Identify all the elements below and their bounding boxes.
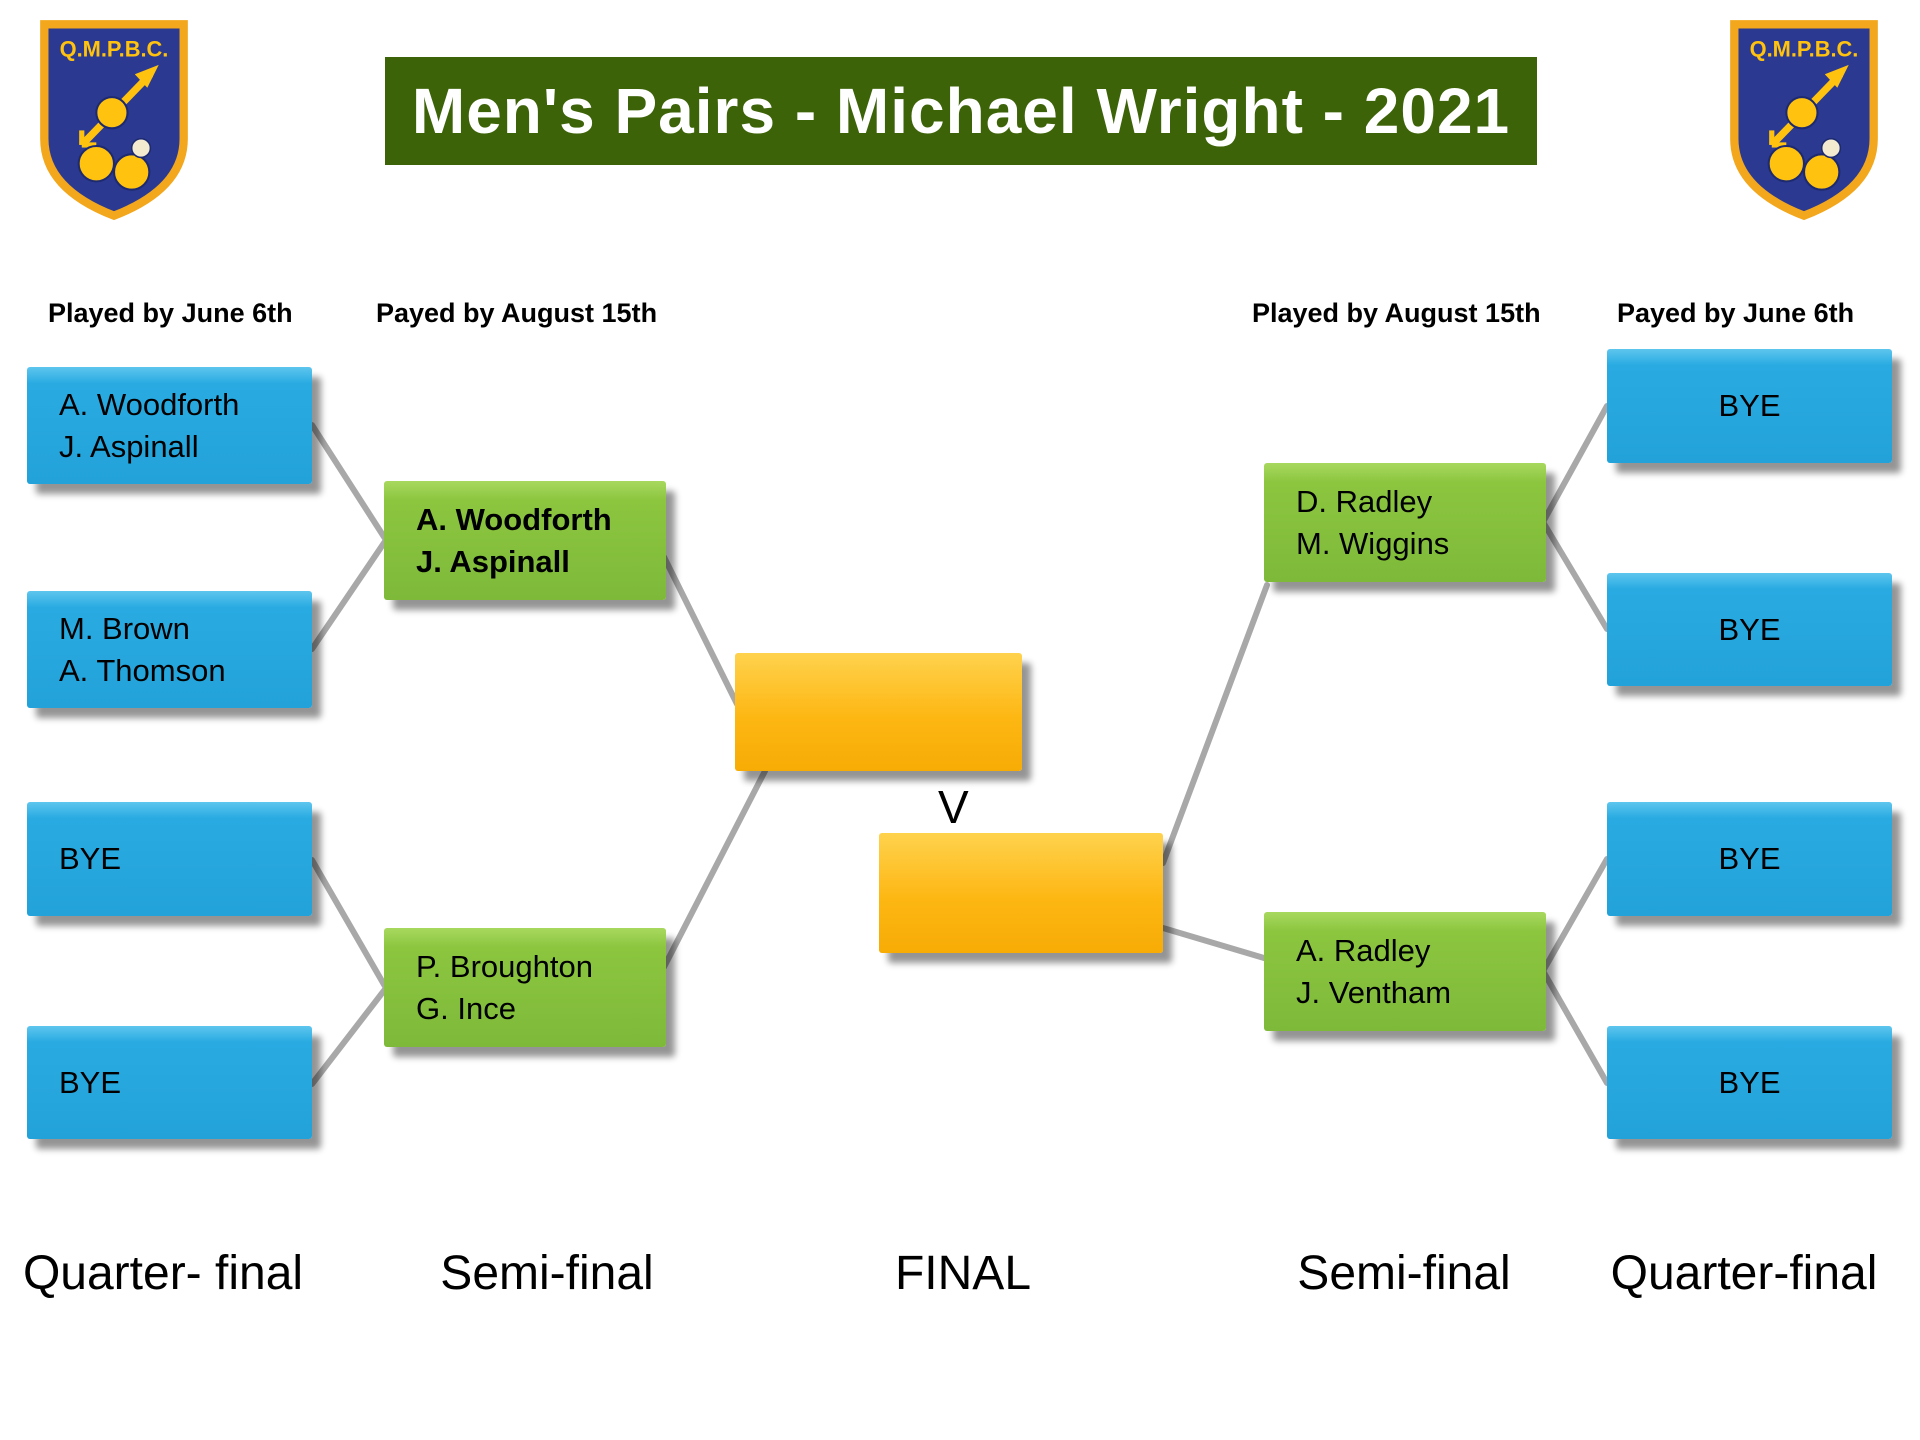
box-left-sf-1: A. Woodforth J. Aspinall [384, 481, 666, 600]
round-label-right-semifinal: Semi-final [1297, 1247, 1511, 1300]
team-name: P. Broughton [416, 948, 593, 984]
box-right-qf-4: BYE [1607, 1026, 1892, 1139]
header-right-semifinal: Played by August 15th [1252, 298, 1541, 328]
club-crest-left: Q.M.P.B.C. [40, 20, 188, 221]
box-right-qf-3: BYE [1607, 802, 1892, 916]
round-label-left-semifinal: Semi-final [440, 1247, 654, 1300]
team-name: M. Wiggins [1296, 525, 1450, 561]
box-right-sf-2: A. Radley J. Ventham [1264, 912, 1546, 1031]
team-name: A. Woodforth [416, 501, 612, 537]
arrow-and-fist-icon [79, 64, 159, 148]
versus-label: V [938, 781, 969, 833]
box-left-qf-2: M. Brown A. Thomson [27, 591, 312, 708]
arrow-and-fist-icon [1769, 64, 1849, 148]
box-right-qf-1: BYE [1607, 349, 1892, 463]
bye-label: BYE [1718, 388, 1781, 424]
team-name: D. Radley [1296, 483, 1433, 519]
bye-label: BYE [1718, 611, 1781, 647]
box-right-qf-2: BYE [1607, 573, 1892, 686]
team-name: J. Aspinall [59, 428, 199, 464]
box-left-qf-4: BYE [27, 1026, 312, 1139]
bowls-balls-icon [1767, 137, 1842, 191]
bowls-balls-icon [77, 137, 152, 191]
box-final-bottom [879, 833, 1163, 953]
team-name: A. Thomson [59, 652, 226, 688]
round-label-final: FINAL [894, 1247, 1032, 1300]
page-title: Men's Pairs - Michael Wright - 2021 [385, 57, 1537, 165]
header-left-semifinal: Payed by August 15th [376, 298, 658, 328]
box-left-qf-1: A. Woodforth J. Aspinall [27, 367, 312, 484]
crest-initials: Q.M.P.B.C. [60, 37, 169, 62]
team-name: A. Radley [1296, 932, 1431, 968]
team-name: A. Woodforth [59, 386, 240, 422]
round-label-right-quarterfinal: Quarter-final [1610, 1247, 1878, 1300]
club-crest-right: Q.M.P.B.C. [1730, 20, 1878, 221]
box-final-top [735, 653, 1022, 771]
header-right-quarterfinal: Payed by June 6th [1617, 298, 1855, 328]
box-left-sf-2: P. Broughton G. Ince [384, 928, 666, 1047]
team-name: J. Aspinall [416, 543, 570, 579]
team-name: G. Ince [416, 990, 516, 1026]
bye-label: BYE [59, 1064, 122, 1100]
header-left-quarterfinal: Played by June 6th [48, 298, 293, 328]
round-label-left-quarterfinal: Quarter- final [22, 1247, 304, 1300]
team-name: J. Ventham [1296, 974, 1452, 1010]
box-left-qf-3: BYE [27, 802, 312, 916]
bye-label: BYE [1718, 1064, 1781, 1100]
team-name: M. Brown [59, 610, 190, 646]
crest-initials: Q.M.P.B.C. [1750, 37, 1859, 62]
box-right-sf-1: D. Radley M. Wiggins [1264, 463, 1546, 582]
bye-label: BYE [59, 841, 122, 877]
bye-label: BYE [1718, 841, 1781, 877]
